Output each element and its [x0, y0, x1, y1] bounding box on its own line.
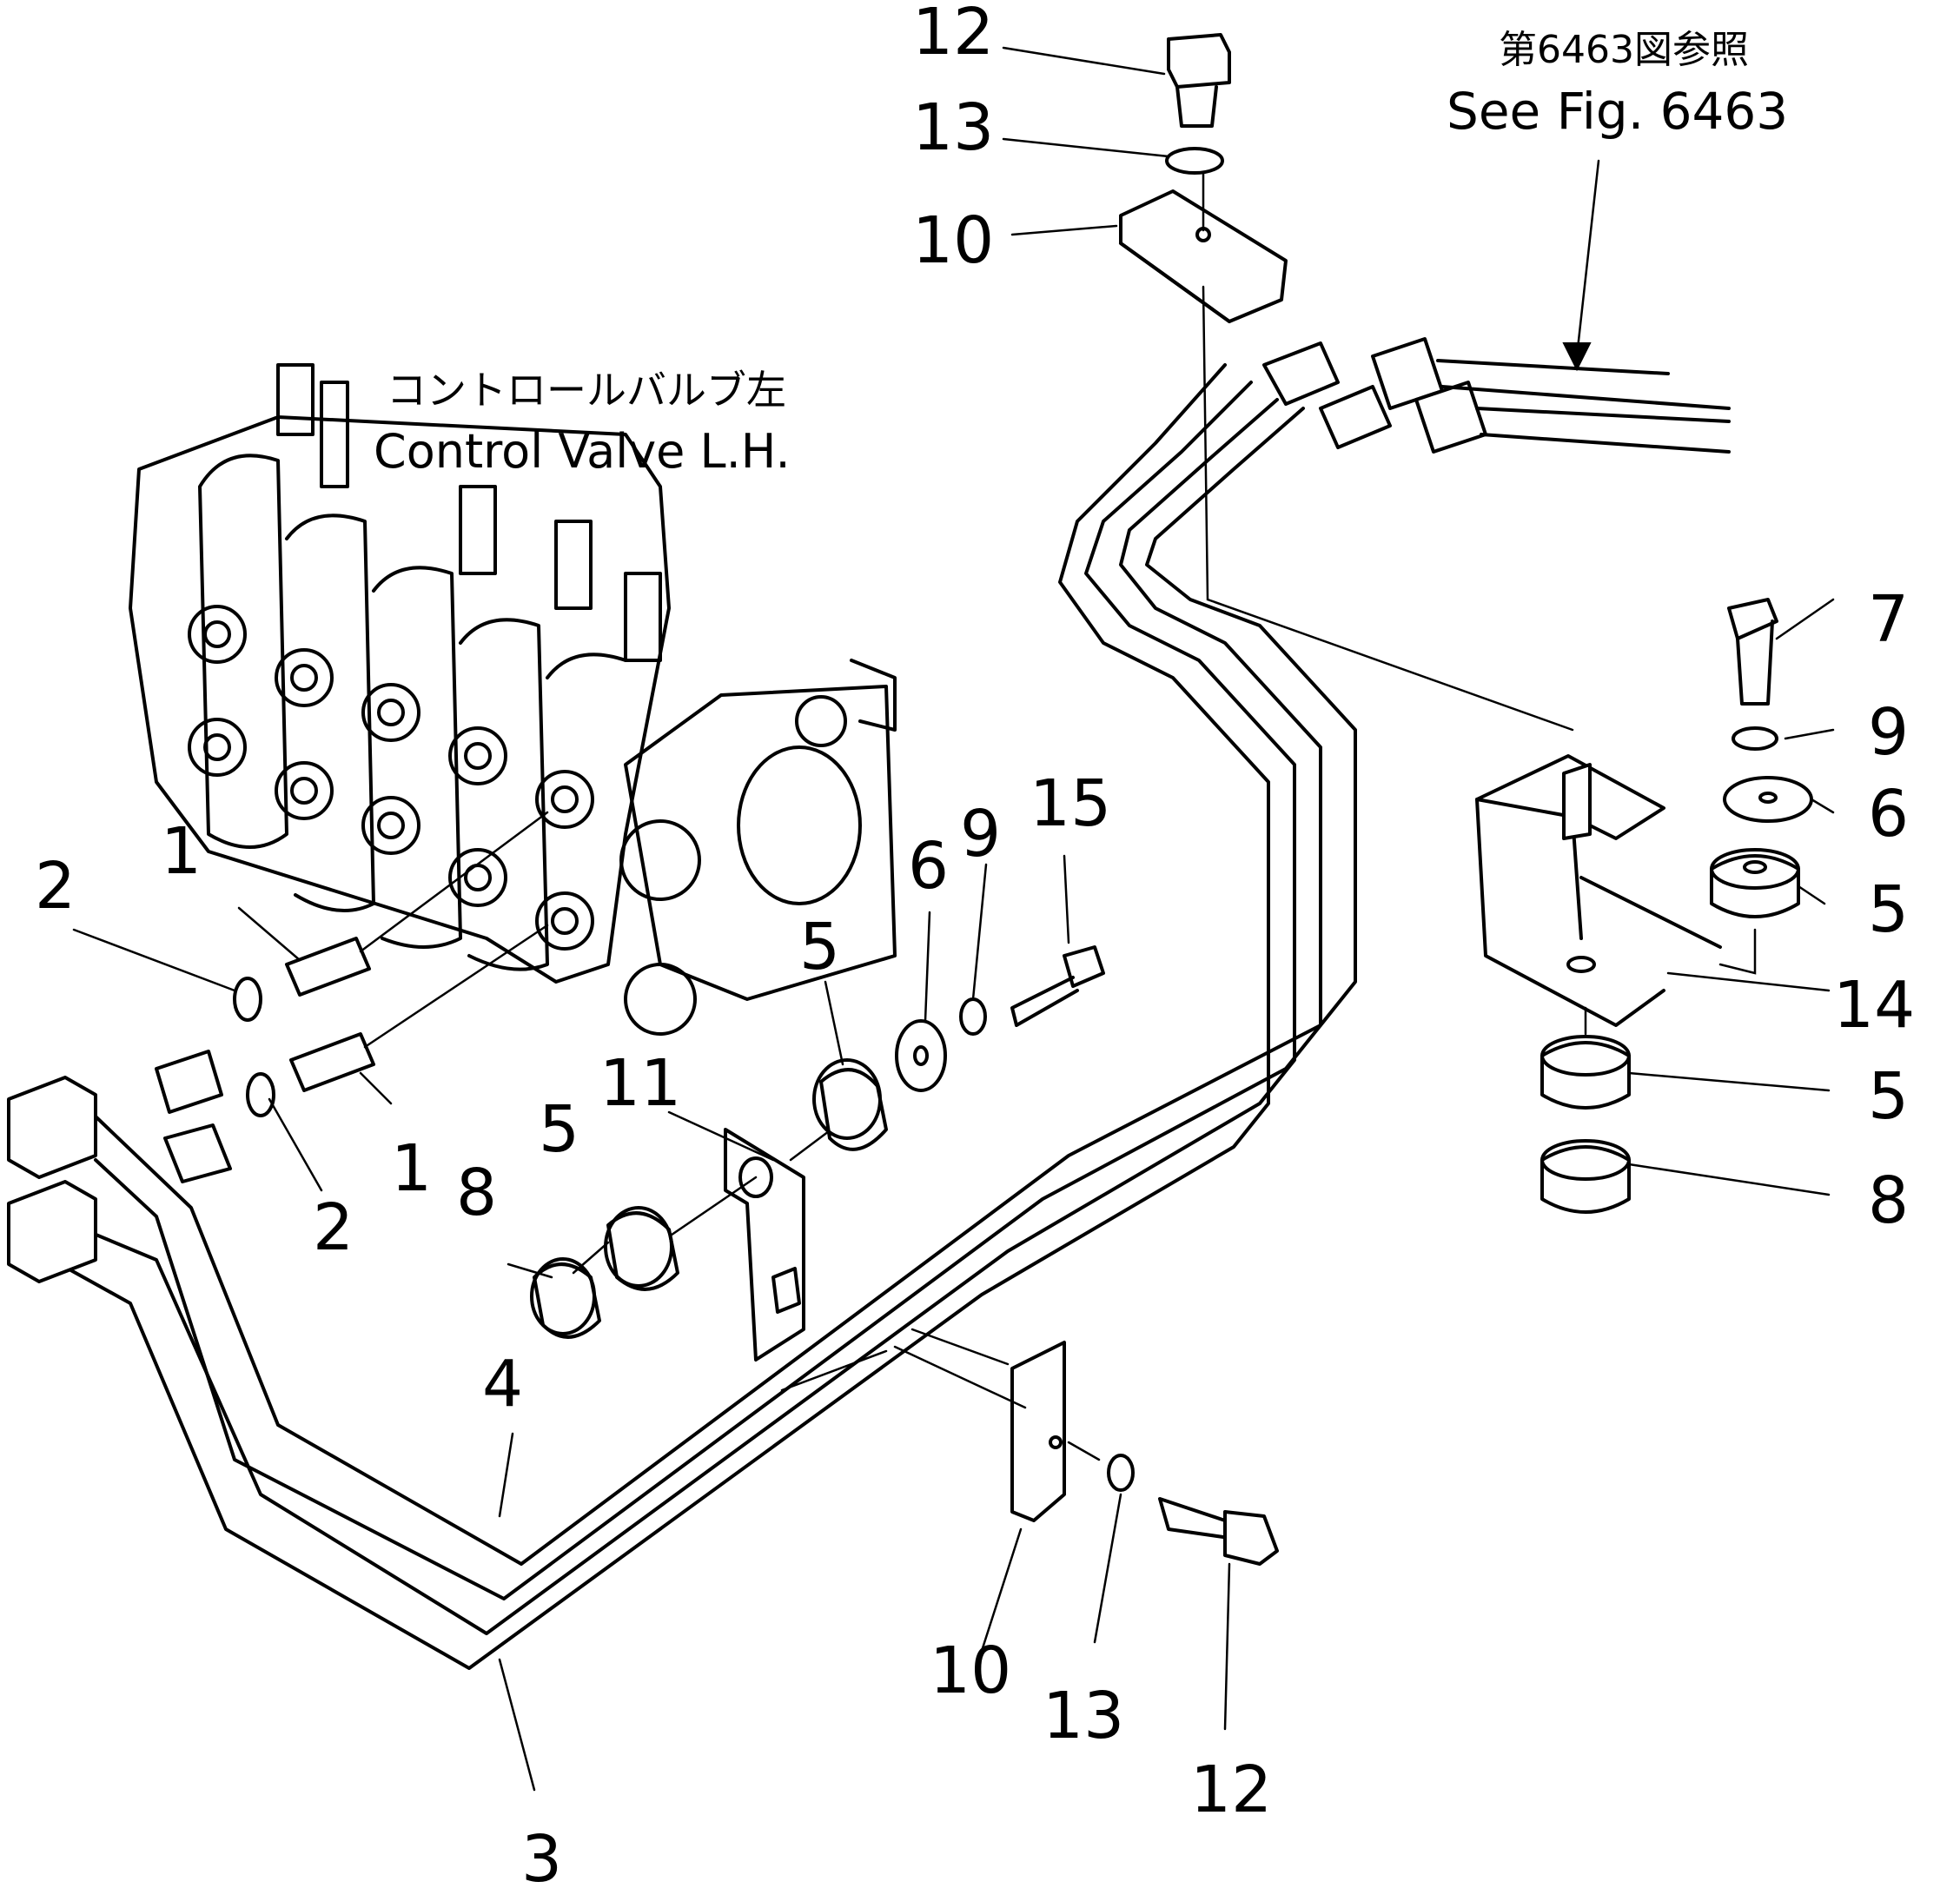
- callout-11: 11: [599, 1046, 681, 1121]
- adapter-fittings: [285, 811, 549, 1092]
- leader-lines: [72, 46, 1835, 1792]
- callout-6-mid: 6: [908, 829, 949, 904]
- callout-3: 3: [521, 1822, 562, 1895]
- callout-8-right: 8: [1868, 1163, 1909, 1238]
- mount-stack-right: [1540, 598, 1813, 1214]
- callout-10-bottom: 10: [930, 1633, 1011, 1708]
- assembly-en-label: Control Valve L.H.: [374, 424, 791, 479]
- callout-5-low: 5: [539, 1092, 579, 1167]
- callout-5-right-b: 5: [1868, 1059, 1909, 1134]
- control-valve-block: [129, 363, 897, 1036]
- mount-stack-middle: [812, 945, 1105, 1151]
- callout-9-right: 9: [1868, 695, 1909, 770]
- callout-2-low: 2: [313, 1190, 354, 1265]
- callout-9-mid: 9: [960, 797, 1001, 871]
- clamp-top: [1119, 172, 1574, 732]
- connecting-hoses: [1371, 337, 1731, 454]
- callout-14: 14: [1833, 968, 1915, 1043]
- callout-12-top: 12: [912, 0, 994, 70]
- callout-13-bottom: 13: [1043, 1679, 1124, 1753]
- reference-jp-label: 第6463図参照: [1499, 28, 1749, 72]
- assembly-jp-label: コントロールバルブ左: [387, 367, 786, 414]
- bolt-top: [1165, 33, 1231, 175]
- clamp-bottom: [780, 1328, 1279, 1566]
- callout-10-top: 10: [912, 203, 994, 278]
- callout-12-bottom: 12: [1190, 1753, 1272, 1827]
- callout-8-low: 8: [456, 1156, 497, 1230]
- o-rings: [233, 977, 275, 1117]
- reference-en-label: See Fig. 6463: [1447, 82, 1788, 141]
- callout-7: 7: [1868, 582, 1909, 657]
- callout-1-top: 1: [161, 814, 202, 889]
- callout-4: 4: [482, 1347, 523, 1421]
- tube-assemblies: [7, 341, 1392, 1670]
- reference-arrow-head: [1562, 342, 1592, 372]
- callout-13-top: 13: [912, 90, 994, 165]
- callout-6-right: 6: [1868, 777, 1909, 851]
- bracket-middle: [659, 1119, 844, 1362]
- callout-15: 15: [1030, 766, 1111, 841]
- callout-1-low: 1: [391, 1131, 432, 1206]
- callout-2-top: 2: [35, 849, 76, 924]
- bracket-right: [1475, 754, 1757, 1027]
- mount-stack-low: [530, 1206, 679, 1339]
- callout-5-right-a: 5: [1868, 872, 1909, 947]
- callout-5-mid: 5: [799, 910, 840, 984]
